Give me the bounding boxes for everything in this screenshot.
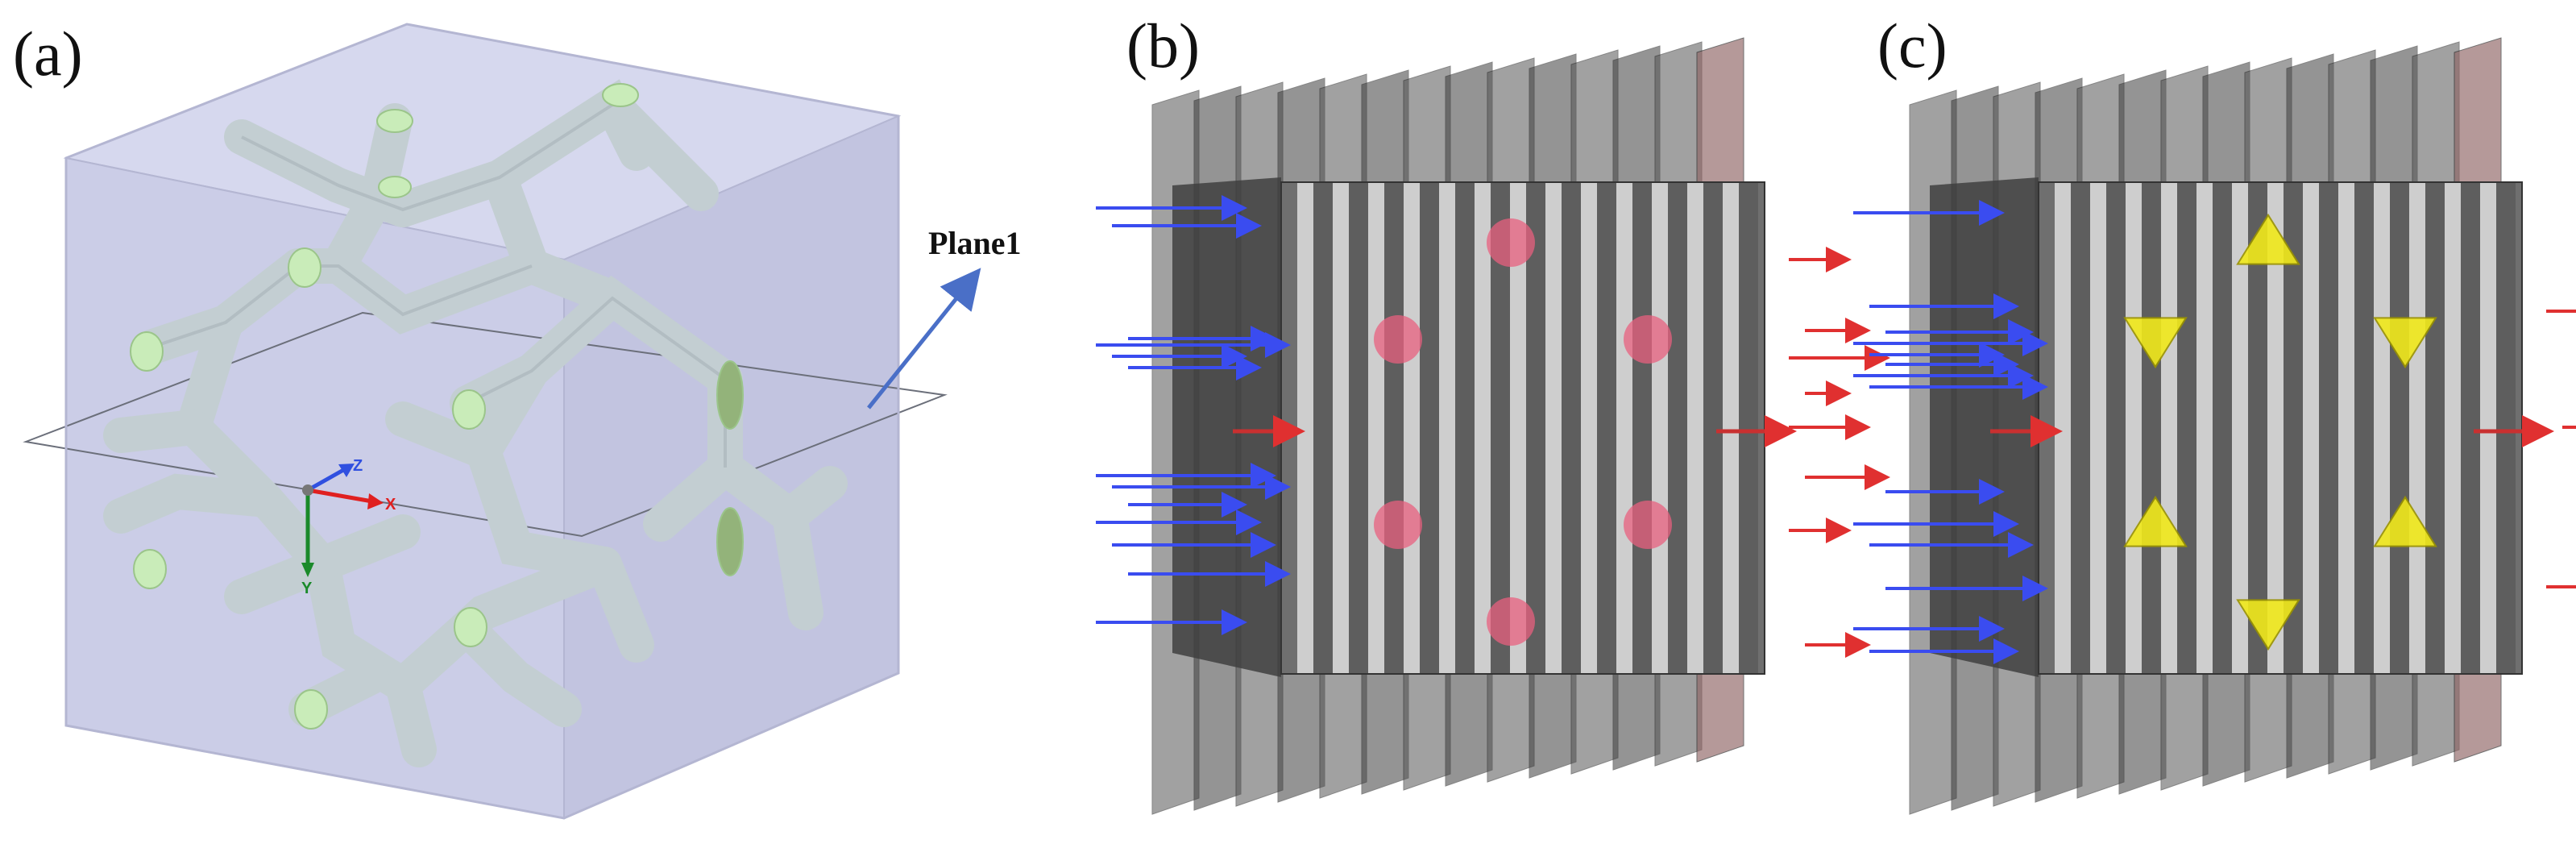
core-gap bbox=[1703, 182, 1723, 674]
core-stripe bbox=[1723, 182, 1739, 674]
flow-marker-triangle bbox=[2123, 495, 2188, 547]
flow-marker-triangle bbox=[2236, 599, 2300, 651]
core-stripe bbox=[2196, 182, 2213, 674]
core-gap bbox=[2496, 182, 2516, 674]
axis-z-label: Z bbox=[353, 457, 363, 475]
core-stripe bbox=[2090, 182, 2106, 674]
core-stripe bbox=[2338, 182, 2354, 674]
core-stripe bbox=[2374, 182, 2390, 674]
core-stripe bbox=[2126, 182, 2142, 674]
panel-a-lattice: X Y Z bbox=[23, 23, 981, 820]
core-gap bbox=[2319, 182, 2338, 674]
flow-marker-circle bbox=[1487, 597, 1535, 646]
panel-c-flow-field bbox=[1853, 37, 2576, 815]
flow-marker-triangle bbox=[2123, 317, 2188, 369]
core-stripe bbox=[2445, 182, 2461, 674]
core-gap bbox=[1668, 182, 1687, 674]
core-stripe bbox=[2303, 182, 2319, 674]
core-gap bbox=[1313, 182, 1333, 674]
plane1 bbox=[23, 311, 948, 538]
core-stripe bbox=[2161, 182, 2177, 674]
core-stripe bbox=[1439, 182, 1455, 674]
flow-marker-triangle bbox=[2236, 213, 2300, 265]
core-stripe bbox=[2480, 182, 2496, 674]
flow-marker-circle bbox=[1624, 315, 1672, 364]
core-stripe bbox=[2232, 182, 2248, 674]
plane1-label: Plane1 bbox=[928, 225, 1022, 261]
panel-c-label: (c) bbox=[1877, 10, 1948, 81]
flow-marker-triangle bbox=[2373, 495, 2437, 547]
core-stripe bbox=[1510, 182, 1526, 674]
core-gap bbox=[2071, 182, 2090, 674]
core-gap bbox=[2461, 182, 2480, 674]
flow-marker-circle bbox=[1374, 501, 1422, 549]
flow-marker-circle bbox=[1624, 501, 1672, 549]
core-gap bbox=[1526, 182, 1545, 674]
inlet-block bbox=[1930, 177, 2039, 677]
flow-marker-circle bbox=[1487, 218, 1535, 267]
core-stripe bbox=[1545, 182, 1562, 674]
core-stripe bbox=[1581, 182, 1597, 674]
panel-a-label: (a) bbox=[13, 19, 83, 89]
core-gap bbox=[2177, 182, 2196, 674]
core-gap bbox=[1739, 182, 1758, 674]
core-stripe bbox=[1475, 182, 1491, 674]
core-stripe bbox=[1297, 182, 1313, 674]
core-gap bbox=[2390, 182, 2409, 674]
core-gap bbox=[1632, 182, 1652, 674]
strut-caps bbox=[130, 83, 744, 730]
core-gap bbox=[1562, 182, 1581, 674]
axis-triad: X Y Z bbox=[301, 457, 396, 597]
core-gap bbox=[1597, 182, 1616, 674]
core-stripe bbox=[1687, 182, 1703, 674]
core-stripe bbox=[1652, 182, 1668, 674]
axis-y-label: Y bbox=[301, 580, 313, 597]
core-stripe bbox=[1368, 182, 1384, 674]
core-stripe bbox=[2267, 182, 2284, 674]
core-gap bbox=[2354, 182, 2374, 674]
core-gap bbox=[1384, 182, 1404, 674]
core-gap bbox=[1349, 182, 1368, 674]
panel-b-label: (b) bbox=[1126, 10, 1200, 81]
core-gap bbox=[1420, 182, 1439, 674]
core-stripe bbox=[2409, 182, 2425, 674]
flow-marker-circle bbox=[1374, 315, 1422, 364]
flow-marker-triangle bbox=[2373, 317, 2437, 369]
cube-front-face bbox=[64, 23, 900, 820]
plane1-arrow bbox=[867, 268, 981, 410]
core-stripe bbox=[2055, 182, 2071, 674]
core-gap bbox=[2142, 182, 2161, 674]
panel-b-flow-field bbox=[1096, 37, 1890, 815]
core-stripe bbox=[1616, 182, 1632, 674]
axis-x-label: X bbox=[385, 496, 396, 513]
core-stripe bbox=[1333, 182, 1349, 674]
inlet-block bbox=[1172, 177, 1281, 677]
core-gap bbox=[2106, 182, 2126, 674]
core-stripe bbox=[1404, 182, 1420, 674]
core-gap bbox=[1455, 182, 1475, 674]
core-gap bbox=[2213, 182, 2232, 674]
core-gap bbox=[2425, 182, 2445, 674]
